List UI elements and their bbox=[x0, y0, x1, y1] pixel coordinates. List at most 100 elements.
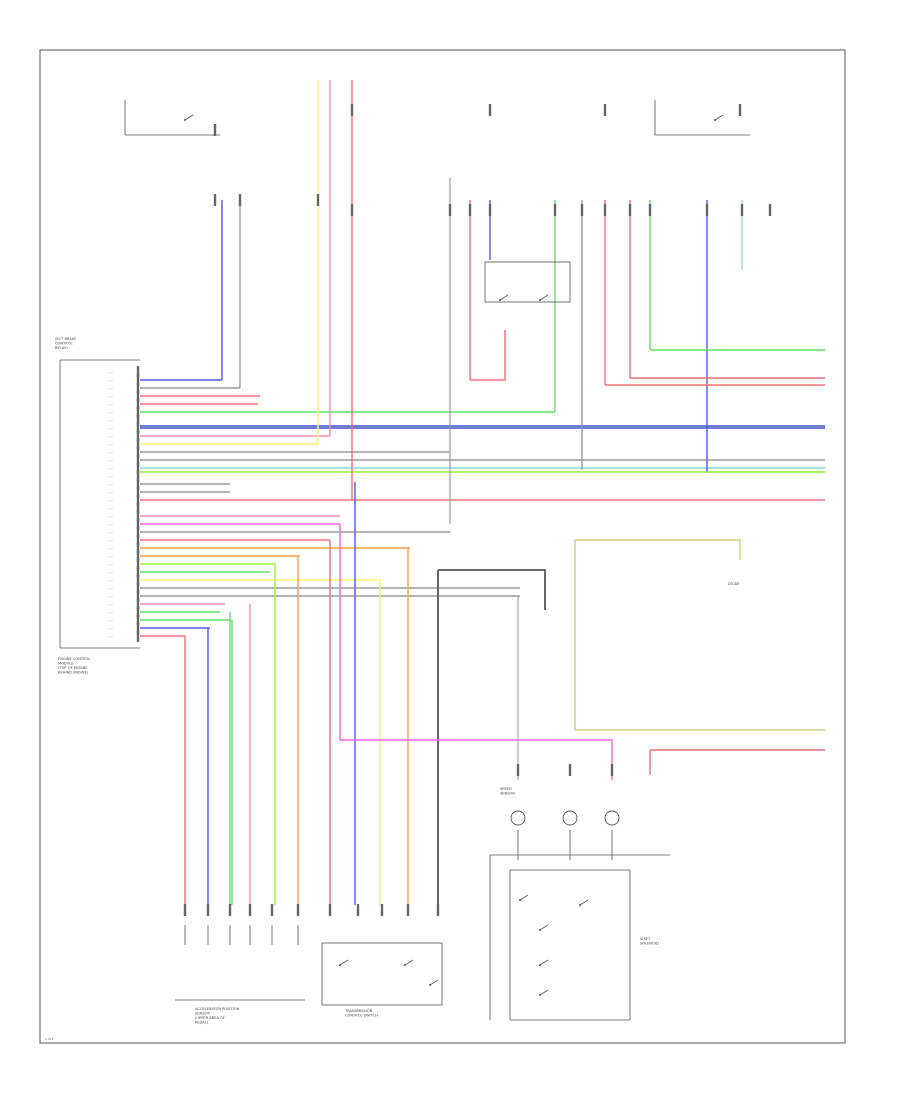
connector-pin bbox=[738, 104, 742, 116]
connector-pin bbox=[238, 194, 242, 206]
wire-label: ~~ bbox=[108, 474, 114, 478]
connector-pin bbox=[136, 614, 140, 626]
page-ref: 1 of 1 bbox=[45, 1037, 54, 1041]
wire-label: ~~ bbox=[108, 490, 114, 494]
connector-pin bbox=[136, 542, 140, 554]
connector-pin bbox=[136, 470, 140, 482]
connector-pin bbox=[568, 764, 572, 776]
wire-label: ~~ bbox=[108, 466, 114, 470]
component-layer bbox=[59, 100, 772, 1021]
connector-pin bbox=[705, 204, 709, 216]
connector-pin bbox=[136, 558, 140, 570]
line bbox=[539, 924, 549, 931]
switch-dot bbox=[184, 119, 186, 121]
wire-label: ~~ bbox=[108, 370, 114, 374]
connector-pin bbox=[610, 764, 614, 776]
wire-label: ~~ bbox=[108, 530, 114, 534]
wire-label: ~~ bbox=[108, 386, 114, 390]
connector-pin bbox=[228, 904, 232, 916]
connector-pin bbox=[213, 124, 217, 136]
connector-pin bbox=[136, 374, 140, 386]
connector-pin bbox=[136, 566, 140, 578]
wire-68 bbox=[574, 540, 825, 731]
switch-dot bbox=[539, 964, 541, 966]
switch-dot bbox=[519, 899, 521, 901]
wire-layer bbox=[140, 80, 825, 905]
connector-pin bbox=[136, 446, 140, 458]
wire-label: ~~ bbox=[108, 514, 114, 518]
connector-pin bbox=[136, 598, 140, 610]
connector-pin bbox=[356, 904, 360, 916]
wire-label: ~~ bbox=[108, 482, 114, 486]
connector-pin bbox=[136, 526, 140, 538]
diode-label: DIODE bbox=[728, 582, 740, 586]
connector-pin bbox=[136, 414, 140, 426]
connector-pin bbox=[136, 574, 140, 586]
wire-label: ~~ bbox=[108, 458, 114, 462]
line bbox=[339, 959, 349, 966]
connector-pin bbox=[136, 406, 140, 418]
connector-pin bbox=[136, 510, 140, 522]
connector-pin bbox=[448, 204, 452, 216]
connector-pin bbox=[136, 550, 140, 562]
connector-pin bbox=[183, 904, 187, 916]
connector-pin bbox=[136, 478, 140, 490]
connector-pin bbox=[553, 204, 557, 216]
wire-label: ~~ bbox=[108, 610, 114, 614]
connector-pin bbox=[136, 630, 140, 642]
wire-label: ~~ bbox=[108, 442, 114, 446]
connector-pin bbox=[296, 904, 300, 916]
connector-pin bbox=[380, 904, 384, 916]
connector-pin bbox=[136, 534, 140, 546]
line bbox=[499, 294, 509, 301]
connector-pin bbox=[136, 606, 140, 618]
line bbox=[184, 114, 194, 121]
switch-dot bbox=[499, 299, 501, 301]
wire-label: ~~ bbox=[108, 538, 114, 542]
wire-67 bbox=[575, 539, 741, 560]
connector-pin bbox=[136, 438, 140, 450]
wire-61 bbox=[470, 330, 506, 381]
connector-pin bbox=[136, 590, 140, 602]
connector-pin bbox=[136, 494, 140, 506]
switch-dot bbox=[539, 994, 541, 996]
line bbox=[539, 959, 549, 966]
connector-pin bbox=[136, 430, 140, 442]
line bbox=[404, 959, 414, 966]
wire-label: ~~ bbox=[108, 394, 114, 398]
line bbox=[519, 894, 529, 901]
switch-dot bbox=[714, 119, 716, 121]
wire-45 bbox=[339, 524, 613, 780]
connector-pin bbox=[136, 502, 140, 514]
wire-label: ~~ bbox=[108, 578, 114, 582]
connector-pin bbox=[136, 422, 140, 434]
switch-dot bbox=[404, 964, 406, 966]
switch-dot bbox=[539, 299, 541, 301]
wire-label: ~~ bbox=[108, 626, 114, 630]
component-box bbox=[484, 261, 571, 303]
connector-pin bbox=[406, 904, 410, 916]
connector-pin bbox=[136, 518, 140, 530]
sensor-circle bbox=[604, 810, 620, 826]
wire-43 bbox=[438, 569, 546, 610]
wire-label: ~~ bbox=[108, 418, 114, 422]
wire-label: ~~ bbox=[108, 426, 114, 430]
wire-label: ~~ bbox=[108, 554, 114, 558]
connector-pin bbox=[136, 382, 140, 394]
wire-label: ~~ bbox=[108, 594, 114, 598]
connector-pin bbox=[136, 622, 140, 634]
wire-label: ~~ bbox=[108, 570, 114, 574]
wire-label: ~~ bbox=[108, 634, 114, 638]
line bbox=[539, 294, 549, 301]
wire-label: ~~ bbox=[108, 498, 114, 502]
wire-label: ~~ bbox=[108, 618, 114, 622]
connector-pin bbox=[740, 204, 744, 216]
switch-dot bbox=[429, 984, 431, 986]
connector-pin bbox=[628, 204, 632, 216]
switch-dot bbox=[339, 964, 341, 966]
connector-pin bbox=[603, 204, 607, 216]
